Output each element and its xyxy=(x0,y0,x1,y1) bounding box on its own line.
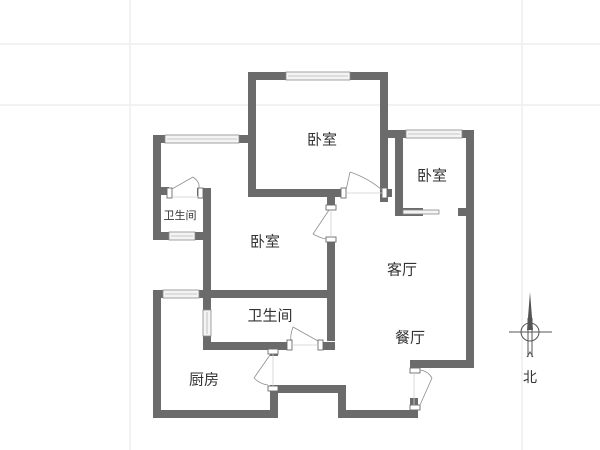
room-label-bedroom-center: 卧室 xyxy=(250,233,280,251)
room-label-bathroom-west: 卫生间 xyxy=(164,208,197,222)
door-south-bathroom xyxy=(286,326,324,351)
north-arrow-icon xyxy=(509,292,552,358)
window-west-bathroom-bottom xyxy=(168,231,196,241)
room-label-living-room: 客厅 xyxy=(387,261,417,279)
room-label-bedroom-north: 卧室 xyxy=(307,131,337,149)
room-label-dining-room: 餐厅 xyxy=(395,329,425,347)
window-north-bedroom xyxy=(285,71,351,81)
window-east-bedroom xyxy=(405,129,463,139)
room-label-bathroom-south: 卫生间 xyxy=(247,307,292,325)
door-entry xyxy=(409,367,433,411)
north-label: 北 xyxy=(523,370,537,386)
window-south-bathroom xyxy=(202,309,212,337)
room-label-kitchen: 厨房 xyxy=(189,371,219,389)
door-kitchen xyxy=(253,348,279,392)
doors xyxy=(166,171,433,411)
door-west-bathroom xyxy=(166,176,204,199)
window-west-bathroom-top xyxy=(164,134,240,144)
window-kitchen xyxy=(162,289,200,299)
door-north-bedroom xyxy=(340,171,388,199)
walls xyxy=(153,72,474,418)
room-label-bedroom-east: 卧室 xyxy=(417,167,447,185)
room-labels: 卧室 卧室 卧室 卫生间 卫生间 客厅 餐厅 厨房 xyxy=(164,131,448,389)
window-east-bedroom-slider xyxy=(402,209,440,215)
door-center-bedroom xyxy=(312,204,337,243)
windows xyxy=(162,71,463,337)
